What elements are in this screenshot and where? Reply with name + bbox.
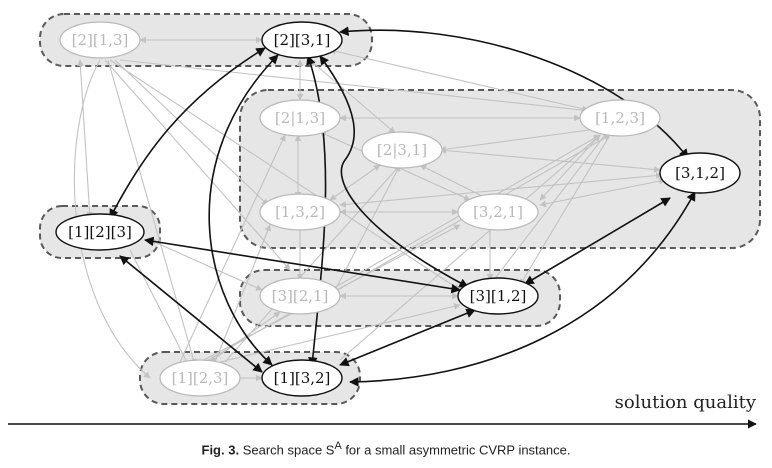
caption-text: Search space S bbox=[242, 442, 335, 458]
node-label: [2][3,1] bbox=[274, 31, 331, 49]
node-132: [1,3,2] bbox=[259, 193, 341, 231]
node-label: [3,2,1] bbox=[473, 203, 523, 221]
node-label: [3][2,1] bbox=[272, 287, 329, 305]
node-1-32: [1][3,2] bbox=[261, 359, 343, 397]
node-2-31: [2][3,1] bbox=[261, 21, 343, 59]
node-label: [1,3,2] bbox=[275, 203, 325, 221]
node-1-23: [1][2,3] bbox=[159, 359, 241, 397]
caption-rest: for a small asymmetric CVRP instance. bbox=[341, 442, 571, 458]
node-label: [1][2,3] bbox=[172, 369, 229, 387]
figure-caption: Fig. 3. Search space SA for a small asym… bbox=[0, 440, 772, 457]
nodes: [2][1,3] [2][3,1] [2|1,3] [2|3,1] [1,2,3… bbox=[55, 21, 741, 397]
node-3-21: [3][2,1] bbox=[259, 277, 341, 315]
caption-label: Fig. 3. bbox=[201, 442, 240, 458]
node-label: [1][2][3] bbox=[68, 223, 132, 241]
node-label: [3][1,2] bbox=[470, 287, 527, 305]
node-3-12: [3][1,2] bbox=[457, 277, 539, 315]
node-2-13: [2][1,3] bbox=[59, 21, 141, 59]
axis-label: solution quality bbox=[614, 392, 756, 413]
node-213: [2|1,3] bbox=[259, 99, 341, 137]
node-231: [2|3,1] bbox=[361, 131, 443, 169]
node-312: [3,1,2] bbox=[659, 152, 741, 194]
node-label: [2|3,1] bbox=[377, 141, 427, 159]
node-123: [1,2,3] bbox=[579, 99, 661, 137]
node-label: [1][3,2] bbox=[274, 369, 331, 387]
caption-superscript: A bbox=[334, 440, 342, 452]
node-1-2-3: [1][2][3] bbox=[55, 213, 145, 251]
node-label: [2][1,3] bbox=[72, 31, 129, 49]
node-label: [1,2,3] bbox=[595, 109, 645, 127]
node-label: [2|1,3] bbox=[275, 109, 325, 127]
node-321: [3,2,1] bbox=[457, 193, 539, 231]
node-label: [3,1,2] bbox=[675, 164, 725, 182]
